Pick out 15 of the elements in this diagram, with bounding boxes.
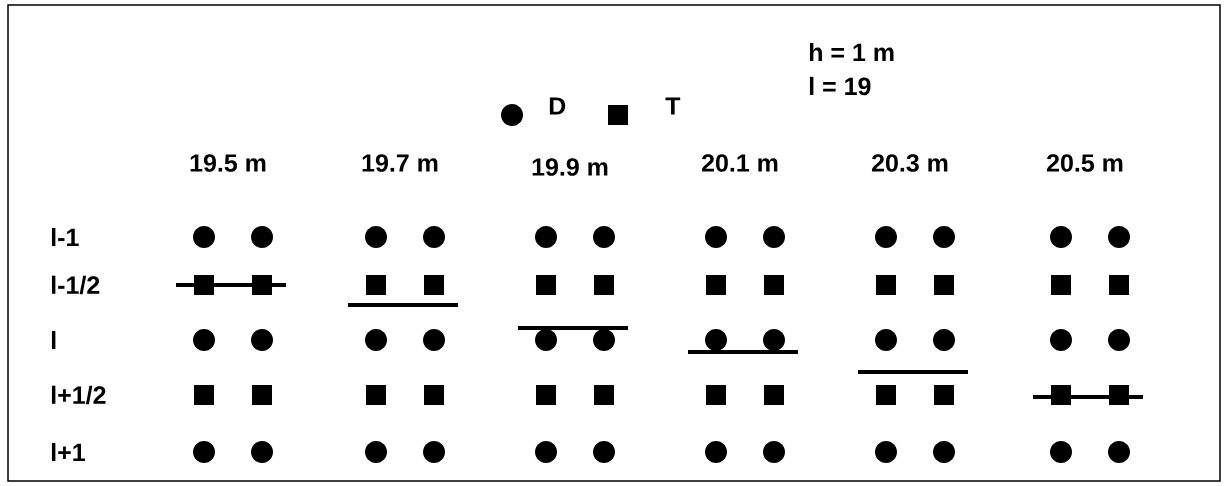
column-label: 20.1 m <box>701 154 778 172</box>
column-label: 19.9 m <box>532 158 608 176</box>
row-label: l-1 <box>51 227 79 247</box>
column-label: 19.7 m <box>362 154 438 172</box>
row-label: l+1/2 <box>51 385 106 405</box>
legend-text: T <box>665 97 681 115</box>
row-label: l <box>51 330 56 350</box>
column-label: 20.3 m <box>871 154 948 172</box>
note: l = 19 <box>809 76 871 96</box>
row-label: l+1 <box>51 442 85 462</box>
note: h = 1 m <box>809 42 894 62</box>
column-label: 19.5 m <box>190 154 266 172</box>
legend-text: D <box>549 97 566 115</box>
row-label: l-1/2 <box>51 275 100 295</box>
column-label: 20.5 m <box>1046 154 1123 172</box>
